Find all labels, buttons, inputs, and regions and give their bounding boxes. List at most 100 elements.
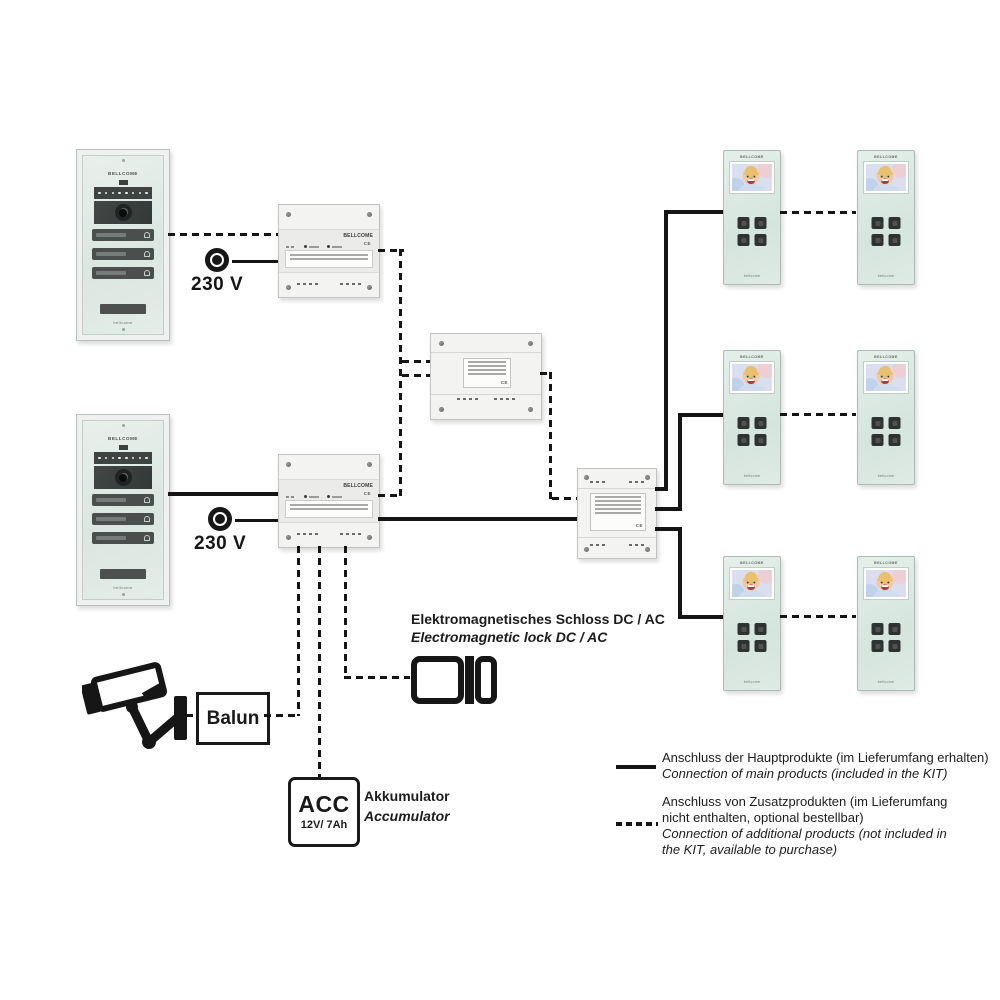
monitor-screen (729, 161, 775, 194)
lock-label-de: Elektromagnetisches Schloss DC / AC (411, 611, 665, 627)
electromagnetic-lock-icon (411, 656, 497, 704)
monitor-button (888, 217, 901, 229)
name-plate (96, 536, 126, 540)
monitor-button (888, 234, 901, 246)
speaker-grille (119, 180, 128, 185)
screw-icon (367, 535, 372, 540)
monitor-screen (863, 361, 909, 394)
screw-icon (367, 462, 372, 467)
wire-module-dist-riser (549, 372, 552, 500)
monitor-button (888, 623, 901, 635)
name-plate (96, 252, 126, 256)
call-button (92, 513, 154, 525)
monitor-buttons (871, 417, 901, 446)
monitor-wordmark: bellcome (743, 474, 761, 478)
indoor-monitor-6: BELLCOME bellcome (857, 556, 915, 691)
child-photo (732, 364, 772, 391)
legend-main-en: Connection of main products (included in… (662, 766, 948, 781)
monitor-button (754, 434, 767, 446)
floor-distributor: CE (577, 468, 657, 559)
monitor-screen (863, 161, 909, 194)
legend-additional-de-1: Anschluss von Zusatzprodukten (im Liefer… (662, 794, 948, 809)
screw-icon (122, 328, 125, 331)
wire-ps2-balun-riser (297, 546, 300, 716)
module-brand: BELLCOME (343, 483, 373, 489)
child-photo (732, 164, 772, 191)
monitor-button (754, 234, 767, 246)
ce-mark: CE (635, 523, 643, 528)
monitor-button (888, 640, 901, 652)
screw-icon (122, 424, 125, 427)
door-station-2: BELLCOME bellcome (76, 414, 170, 606)
screw-icon (584, 475, 589, 480)
accumulator-label-en: Accumulator (364, 808, 450, 824)
monitor-brand: BELLCOME (874, 561, 898, 565)
terminal-row (340, 283, 361, 285)
call-button (92, 248, 154, 260)
wire-dist-row3-riser (678, 527, 682, 619)
name-plate (96, 517, 126, 521)
panel-seam (431, 394, 541, 395)
legend-additional-de-2: nicht enthalten, optional bestellbar) (662, 810, 864, 825)
module-label: CE (463, 358, 511, 388)
name-plate (96, 233, 126, 237)
monitor-screen (729, 567, 775, 600)
terminal-row (297, 533, 318, 535)
mains-voltage-label: 230 V (191, 274, 244, 295)
wire-module-dist-in (552, 497, 577, 500)
wire-ps1-bus-stub (378, 249, 404, 252)
bell-icon (144, 232, 150, 238)
monitor-button (737, 623, 750, 635)
monitor-button (871, 217, 884, 229)
screw-icon (645, 547, 650, 552)
wire-camera-balun (186, 714, 196, 717)
terminal-row (590, 544, 605, 546)
bus-distributor: CE (430, 333, 542, 420)
wire-mains1-ps1 (232, 260, 278, 263)
camera-lens-icon (114, 469, 132, 486)
indoor-monitor-4: BELLCOME bellcome (857, 350, 915, 485)
wire-balun-ps2 (264, 714, 299, 717)
wire-bus-module-in (402, 360, 430, 363)
monitor-button (737, 417, 750, 429)
door-station-wordmark: bellcome (113, 585, 133, 590)
module-face: BELLCOME CE (279, 229, 379, 273)
monitor-screen (863, 567, 909, 600)
terminal-row (340, 533, 361, 535)
screw-icon (367, 285, 372, 290)
monitor-button (754, 417, 767, 429)
monitor-brand: BELLCOME (740, 561, 764, 565)
call-button (92, 267, 154, 279)
monitor-buttons (737, 217, 767, 246)
screw-icon (286, 535, 291, 540)
wire-monitor5-monitor6 (780, 615, 856, 618)
monitor-wordmark: bellcome (877, 680, 895, 684)
monitor-brand: BELLCOME (740, 155, 764, 159)
panel-seam (578, 488, 656, 489)
screw-icon (528, 407, 533, 412)
monitor-button (754, 217, 767, 229)
indoor-monitor-5: BELLCOME bellcome (723, 556, 781, 691)
wire-bus-ps2-stub (378, 494, 399, 497)
ce-mark: CE (500, 380, 508, 385)
monitor-wordmark: bellcome (877, 274, 895, 278)
led-strip (94, 452, 152, 464)
monitor-screen (729, 361, 775, 394)
wire-door1-ps1-optional (168, 233, 278, 236)
name-plate (96, 498, 126, 502)
name-plate (96, 271, 126, 275)
wire-dist-monitor3 (678, 413, 723, 417)
bell-icon (144, 535, 150, 541)
terminal-row (494, 398, 515, 400)
mains-voltage-label: 230 V (194, 533, 247, 554)
indoor-monitor-1: BELLCOME bellcome (723, 150, 781, 285)
mains-plug-icon (205, 248, 229, 272)
indoor-monitor-2: BELLCOME bellcome (857, 150, 915, 285)
indoor-monitor-3: BELLCOME bellcome (723, 350, 781, 485)
panel-seam (578, 537, 656, 538)
speaker-grille (119, 445, 128, 450)
wire-module-dist-stub (540, 372, 552, 375)
screw-icon (645, 475, 650, 480)
screw-icon (439, 407, 444, 412)
